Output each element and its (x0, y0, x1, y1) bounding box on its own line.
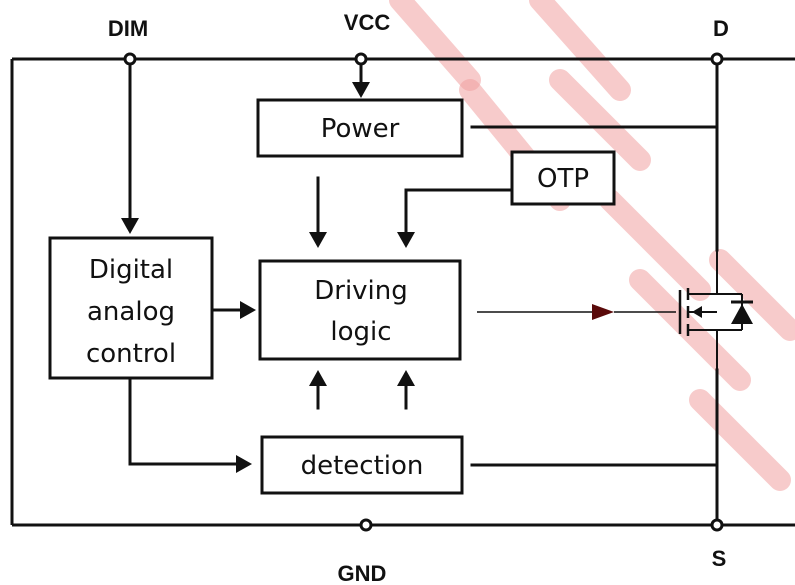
source-pin-label: S (712, 546, 727, 571)
vcc-arrowhead (352, 82, 370, 98)
detection-arrowhead-right (397, 370, 415, 386)
gate-drive-arrowhead (592, 304, 614, 320)
digital-label-line-2: analog (87, 297, 175, 327)
power-arrowhead (309, 232, 327, 248)
digital-to-detection-wire (128, 376, 242, 466)
mosfet-symbol (678, 250, 753, 370)
power-block (256, 98, 464, 158)
driving-label-line-2: logic (330, 317, 391, 347)
dim-arrowhead (121, 218, 139, 234)
digital-to-driving-arrowhead (240, 301, 256, 319)
digital-label-line-1: Digital (89, 255, 173, 285)
driving-label-line-1: Driving (314, 276, 408, 306)
dim-pin-label: DIM (108, 16, 148, 41)
power-label: Power (321, 114, 400, 144)
vcc-pin-label: VCC (344, 10, 391, 35)
outer-frame (10, 57, 795, 527)
detection-arrowhead-left (309, 370, 327, 386)
otp-block (510, 150, 616, 206)
detection-label: detection (301, 451, 424, 481)
gnd-pin-label: GND (338, 561, 387, 585)
otp-to-driving-wire (404, 188, 514, 238)
otp-arrowhead (397, 232, 415, 248)
detection-block (260, 435, 464, 495)
drain-pin-label: D (713, 16, 729, 41)
digital-label-line-3: control (86, 339, 176, 369)
driving-logic-block (258, 259, 462, 361)
digital-analog-control-block (48, 236, 214, 380)
diode-icon (731, 304, 753, 324)
otp-label: OTP (537, 164, 589, 194)
gnd-pin-terminal (359, 518, 373, 532)
mosfet-body-arrow (692, 306, 702, 318)
digital-to-detection-arrowhead (236, 455, 252, 473)
watermark (389, 0, 795, 491)
